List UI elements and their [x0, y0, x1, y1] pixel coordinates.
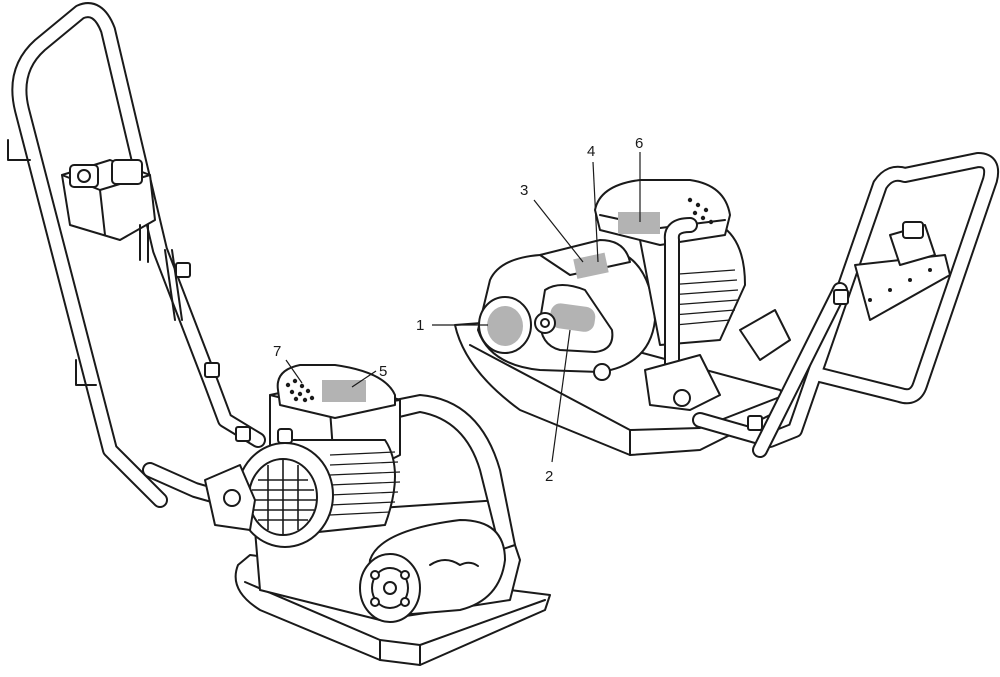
right-belt-guard: [477, 239, 656, 381]
svg-text:4: 4: [587, 143, 595, 160]
left-engine: [236, 364, 401, 548]
callout-5: 5: [351, 363, 387, 388]
right-control-plate: [854, 221, 951, 321]
right-dots: [685, 197, 714, 225]
right-engine: [594, 179, 746, 383]
left-handle-mount: [204, 464, 256, 531]
svg-text:2: 2: [545, 468, 553, 485]
callout-3: 3: [520, 182, 584, 263]
callout-7: 7: [273, 343, 303, 384]
right-handle: [692, 152, 1000, 458]
svg-text:1: 1: [416, 317, 424, 334]
right-compactor: [454, 152, 1000, 458]
right-handle-mount: [644, 309, 791, 411]
svg-text:5: 5: [379, 363, 387, 380]
svg-text:7: 7: [273, 343, 281, 360]
label-5: [322, 380, 366, 402]
callouts: 1 2 3 4 5 6 7: [273, 135, 643, 485]
callout-4: 4: [587, 143, 599, 263]
label-3: [573, 252, 609, 279]
callout-6: 6: [635, 135, 643, 222]
handle-control-box: [61, 159, 183, 321]
left-exciter: [359, 519, 506, 623]
svg-text:3: 3: [520, 182, 528, 199]
callout-1: 1: [416, 317, 488, 334]
callout-2: 2: [545, 329, 571, 485]
svg-text:6: 6: [635, 135, 643, 152]
label-7: [285, 378, 315, 403]
label-1: [487, 306, 523, 346]
label-6: [618, 212, 660, 234]
left-compactor: [7, 2, 551, 666]
left-handle: [7, 2, 266, 508]
label-2: [549, 303, 596, 332]
